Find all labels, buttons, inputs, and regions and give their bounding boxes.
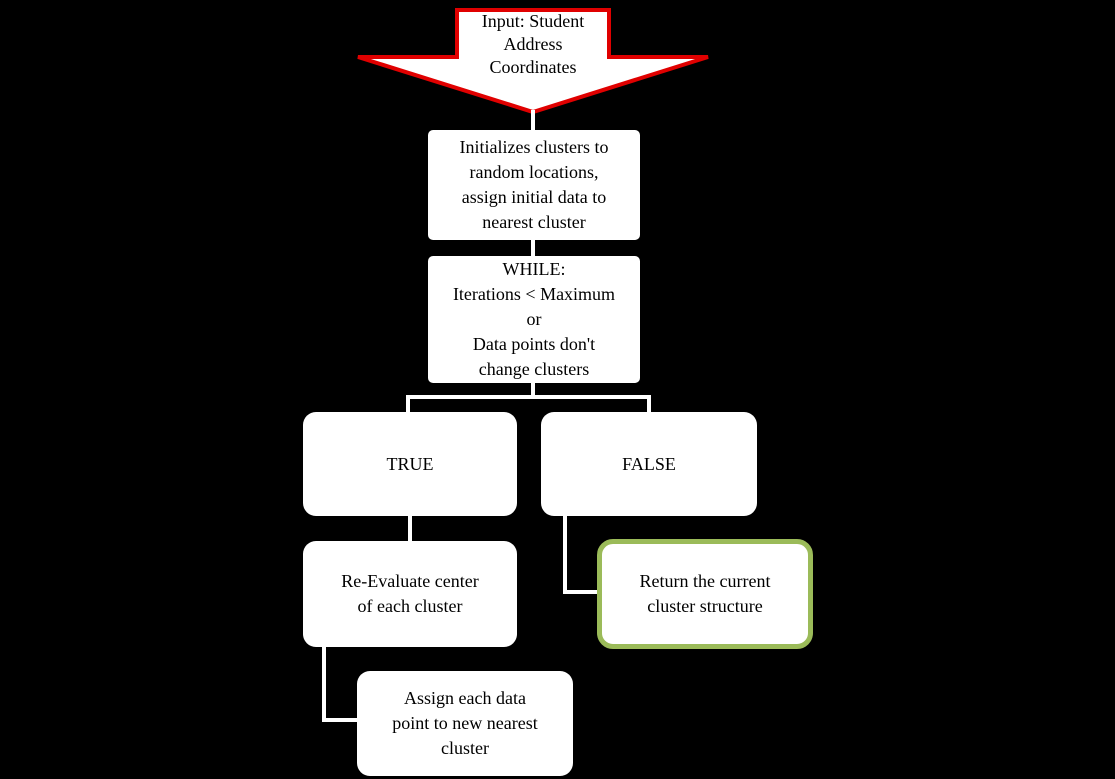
node-true-branch: TRUE <box>303 412 517 516</box>
node-assign-label: Assign each data point to new nearest cl… <box>392 688 538 758</box>
node-assign-points: Assign each data point to new nearest cl… <box>357 671 573 776</box>
connector-while-to-split <box>531 382 535 399</box>
node-false-branch: FALSE <box>541 412 757 516</box>
connector-reeval-elbow-v <box>322 646 326 722</box>
node-initialize: Initializes clusters to random locations… <box>428 130 640 240</box>
node-return-clusters: Return the current cluster structure <box>597 539 813 649</box>
connector-reeval-elbow-h <box>322 718 358 722</box>
node-true-label: TRUE <box>386 453 434 474</box>
connector-true-to-reeval <box>408 515 412 542</box>
node-initialize-label: Initializes clusters to random locations… <box>459 137 609 232</box>
input-down-arrow-icon <box>357 8 709 115</box>
node-while-label: WHILE: Iterations < Maximum or Data poin… <box>452 259 616 379</box>
connector-false-elbow-v <box>563 515 567 594</box>
connector-split-bar <box>406 395 651 399</box>
connector-split-to-false <box>647 395 651 413</box>
connector-false-elbow-h <box>563 590 598 594</box>
connector-init-to-while <box>531 240 535 257</box>
node-reevaluate-centers: Re-Evaluate center of each cluster <box>303 541 517 647</box>
node-false-label: FALSE <box>622 453 676 474</box>
connector-arrow-to-init <box>531 110 535 132</box>
down-arrow-shape <box>357 8 709 115</box>
input-node-label: Input: Student Address Coordinates <box>481 11 585 77</box>
node-while-condition: WHILE: Iterations < Maximum or Data poin… <box>428 256 640 383</box>
node-reevaluate-label: Re-Evaluate center of each cluster <box>341 571 479 616</box>
connector-split-to-true <box>406 395 410 413</box>
node-return-label: Return the current cluster structure <box>639 571 771 616</box>
